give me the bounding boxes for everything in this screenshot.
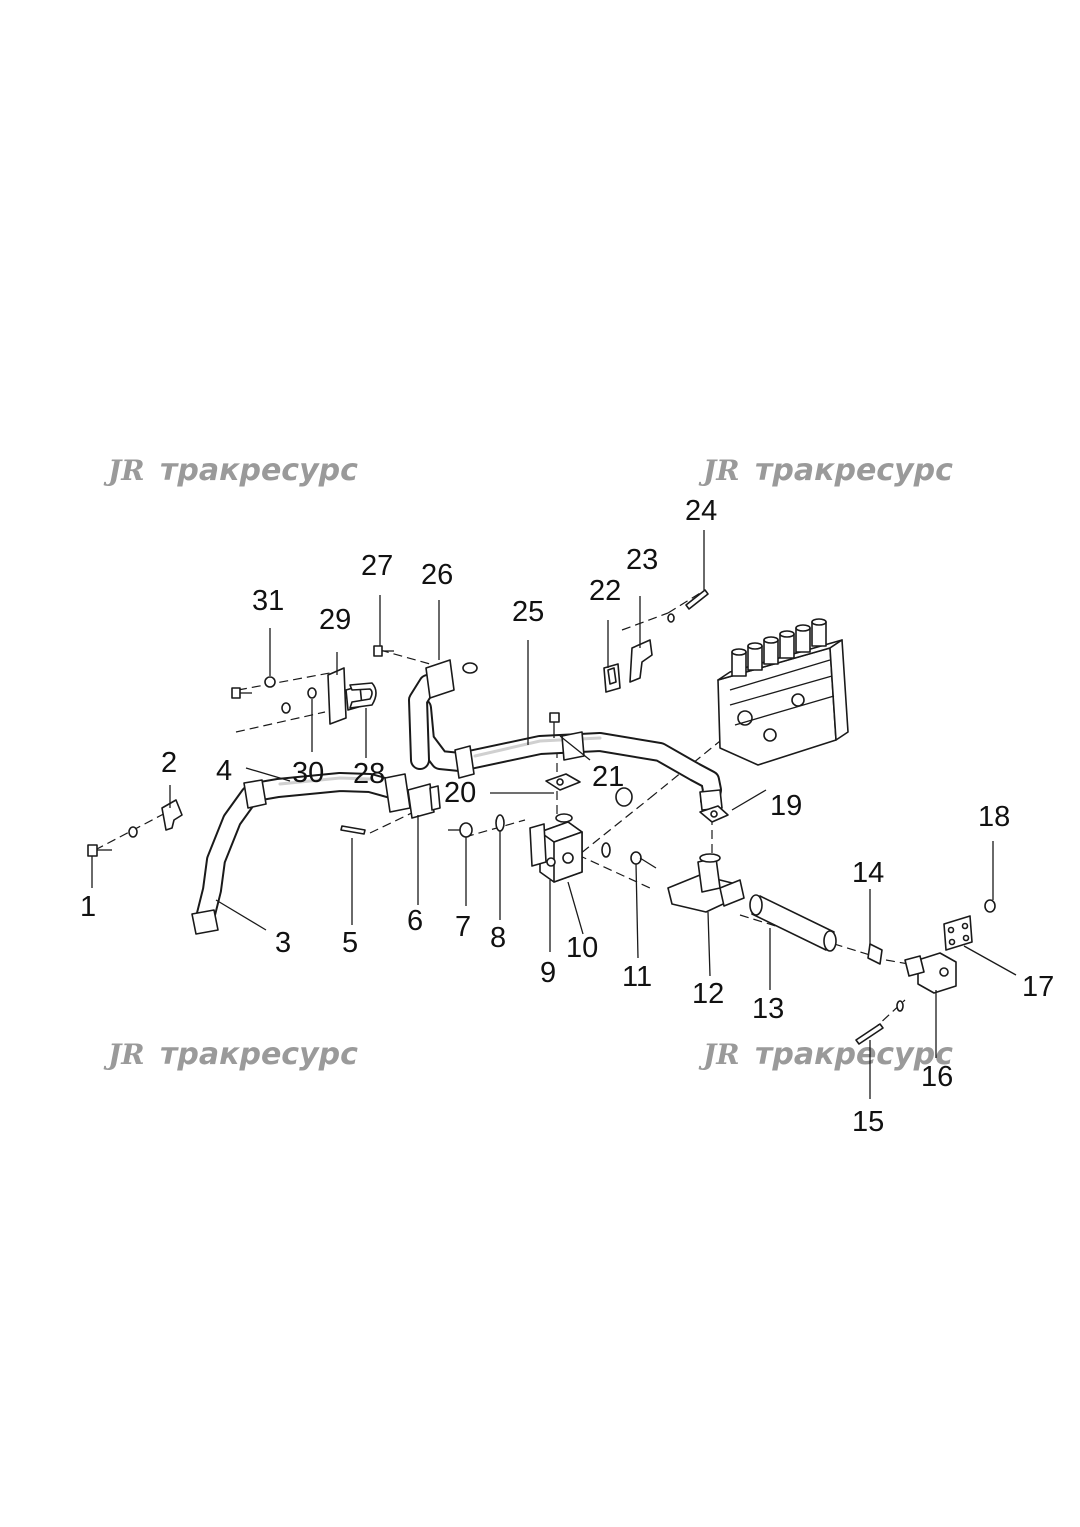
block-10 (539, 821, 583, 883)
bolts-left-upper (231, 687, 252, 699)
callout-25: 25 (512, 596, 544, 628)
tube-4-collar (243, 779, 267, 809)
bolt-1 (87, 826, 138, 857)
callout-24: 24 (685, 495, 717, 527)
oring-18 (984, 899, 996, 913)
tube-25-end-fitting (699, 789, 723, 811)
watermark-text: тракресурс (160, 453, 358, 488)
callout-9: 9 (540, 957, 556, 989)
u-bolt-28 (349, 682, 377, 709)
fitting-11 (630, 851, 657, 869)
fitting-19 (699, 805, 729, 823)
callout-13: 13 (752, 993, 784, 1025)
watermark-top-right: JR тракресурс (698, 453, 953, 488)
tube-4 (245, 772, 405, 802)
oring-mid (601, 842, 611, 858)
leader-lines (91, 530, 1017, 1099)
callout-11: 11 (622, 961, 652, 993)
callout-12: 12 (692, 978, 724, 1010)
callout-1: 1 (80, 891, 96, 923)
callout-14: 14 (852, 857, 884, 889)
watermark-text: тракресурс (755, 1037, 953, 1072)
callout-17: 17 (1022, 971, 1054, 1003)
tube-4-end-flange (384, 773, 411, 813)
callout-16: 16 (921, 1061, 953, 1093)
callout-labels: 1 2 3 4 5 6 7 8 9 10 11 12 13 14 15 16 1… (80, 495, 1054, 1138)
watermark-logo: JR (698, 1038, 740, 1071)
fitting-7 (448, 822, 473, 838)
callout-27: 27 (361, 550, 393, 582)
callout-18: 18 (978, 801, 1010, 833)
tee-12 (667, 853, 745, 913)
watermark-text: тракресурс (160, 1037, 358, 1072)
flange-26 (425, 659, 478, 699)
control-valve-block (717, 618, 849, 766)
watermark-logo: JR (103, 454, 145, 487)
callout-2: 2 (161, 747, 177, 779)
block-16 (904, 952, 957, 994)
watermark-bottom-right: JR тракресурс (698, 1037, 953, 1072)
clip-2 (161, 799, 183, 831)
plate-17 (943, 915, 973, 951)
plate-20 (545, 773, 581, 823)
bracket-23 (629, 639, 653, 683)
callout-8: 8 (490, 922, 506, 954)
callout-22: 22 (589, 575, 621, 607)
callout-15: 15 (852, 1106, 884, 1138)
callout-5: 5 (342, 927, 358, 959)
oring-8 (495, 814, 505, 832)
callout-7: 7 (455, 911, 471, 943)
bolt-5 (340, 825, 366, 835)
watermark-logo: JR (698, 454, 740, 487)
flange-6 (407, 783, 441, 819)
oring-upper (615, 787, 633, 807)
bolt-21 (549, 712, 560, 738)
bracket-29 (327, 667, 363, 725)
callout-28: 28 (353, 758, 385, 790)
bolt-15 (855, 1000, 904, 1045)
callout-21: 21 (592, 761, 624, 793)
watermark-text: тракресурс (755, 453, 953, 488)
callout-19: 19 (770, 790, 802, 822)
callout-26: 26 (421, 559, 453, 591)
callout-6: 6 (407, 905, 423, 937)
clip-14 (867, 943, 883, 965)
callout-3: 3 (275, 927, 291, 959)
watermark-top-left: JR тракресурс (103, 453, 358, 488)
bolt-27 (373, 645, 394, 657)
bolt-24 (667, 589, 709, 623)
tube-3-end-flange (191, 909, 219, 935)
tube-25-collar (454, 745, 475, 779)
callout-23: 23 (626, 544, 658, 576)
callout-20: 20 (444, 777, 476, 809)
callout-10: 10 (566, 932, 598, 964)
callout-31: 31 (252, 585, 284, 617)
tube-3 (195, 785, 260, 928)
flange-9 (529, 823, 547, 867)
callout-4: 4 (216, 755, 232, 787)
pipe-13 (749, 894, 837, 952)
callout-30: 30 (292, 757, 324, 789)
bracket-22 (603, 663, 621, 693)
nut-31 (264, 676, 276, 688)
washers-30 (281, 687, 317, 714)
callout-29: 29 (319, 604, 351, 636)
watermark-logo: JR (103, 1038, 145, 1071)
watermark-bottom-left: JR тракресурс (103, 1037, 358, 1072)
